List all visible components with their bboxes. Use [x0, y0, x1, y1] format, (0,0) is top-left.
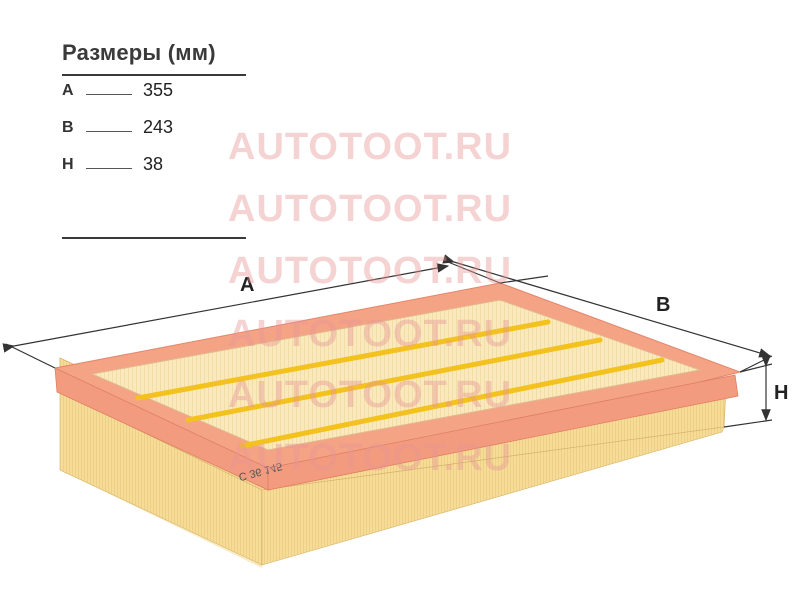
dimension-value: 355 [143, 80, 174, 100]
watermark-text: AUTOTOOT.RU [228, 374, 513, 416]
dimension-b-label: B [656, 294, 670, 316]
dimensions-panel: Размеры (мм) A 355 B 243 H 38 [62, 40, 246, 187]
dimension-row-h: H 38 [62, 150, 246, 187]
watermark-text: AUTOTOOT.RU [228, 250, 513, 292]
dimension-h-label: H [774, 382, 788, 404]
dimension-leader-line [86, 131, 132, 132]
watermark-text: AUTOTOOT.RU [228, 126, 513, 168]
dimension-leader-line [86, 94, 132, 95]
filter-right-lower [261, 426, 725, 566]
dimension-a-label: A [240, 274, 254, 296]
dimension-row-a: A 355 [62, 76, 246, 113]
dimension-leader-line [86, 168, 132, 169]
dimension-letter: H [62, 156, 74, 173]
dimensions-title: Размеры (мм) [62, 40, 246, 76]
dimension-a-line [2, 263, 450, 353]
dimension-lines [2, 254, 773, 428]
dimension-b-line [442, 254, 772, 358]
dimension-b-extension-bottom [739, 355, 773, 373]
dimension-row-b: B 243 [62, 113, 246, 150]
dimension-h-extension-bottom [723, 419, 773, 428]
watermark-text: AUTOTOOT.RU [228, 313, 513, 355]
dimension-a-extension-left [5, 343, 56, 369]
dimension-value: 243 [143, 117, 174, 137]
watermark-text: AUTOTOOT.RU [228, 437, 513, 479]
dimension-value: 38 [143, 154, 164, 174]
dimension-h-extension-top [739, 363, 773, 373]
dimensions-bottom-rule [62, 237, 246, 239]
dimension-letter: B [62, 119, 74, 136]
watermark-text: AUTOTOOT.RU [228, 188, 513, 230]
dimension-letter: A [62, 82, 74, 99]
filter-frame-right-band [267, 374, 739, 491]
